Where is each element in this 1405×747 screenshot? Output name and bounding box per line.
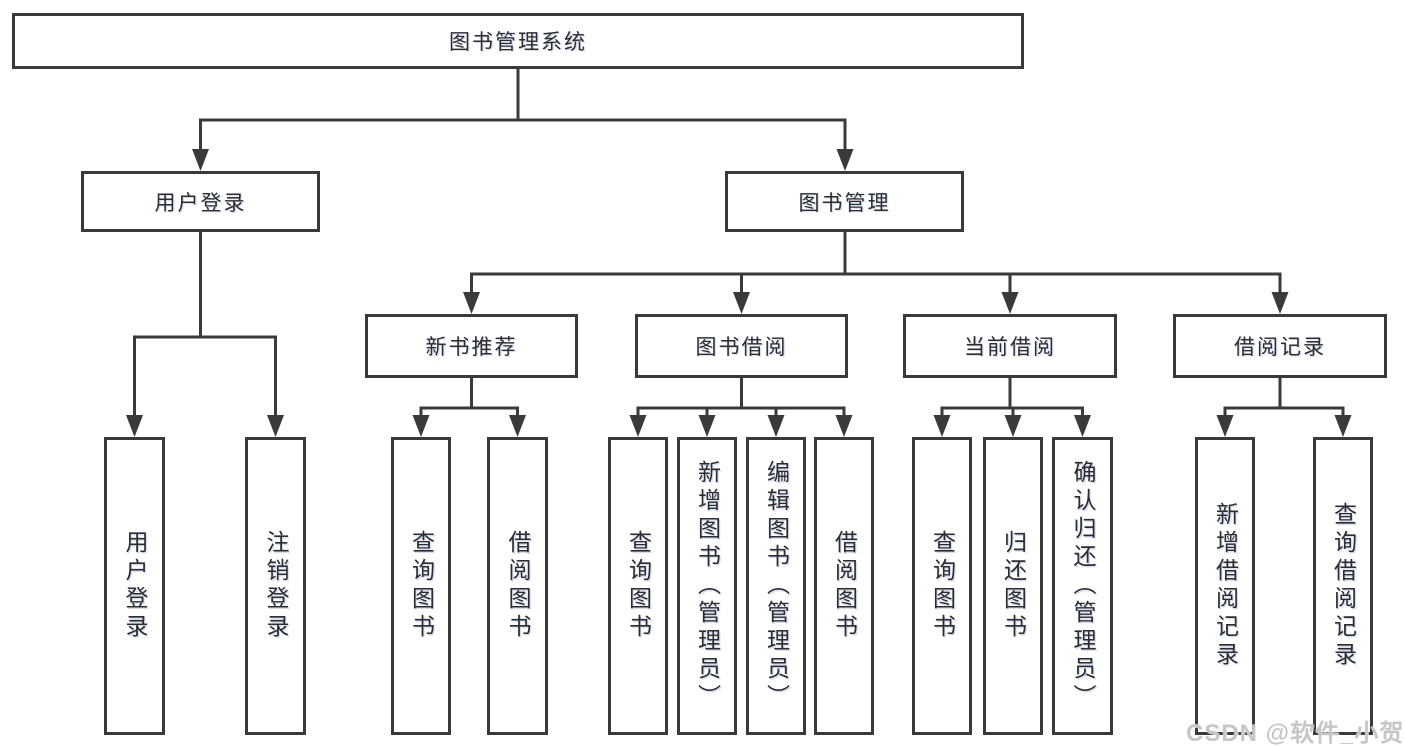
node-label: 当前借阅 (964, 336, 1056, 359)
node-leaf-add-borrow-record: 新增借阅记录 (1195, 437, 1255, 735)
node-label: 编辑图书（管理员） (763, 460, 790, 712)
arrowhead (1334, 415, 1352, 437)
node-library-management-system: 图书管理系统 (12, 13, 1024, 69)
node-new-book-recommend: 新书推荐 (365, 314, 578, 378)
arrowhead (733, 292, 750, 314)
arrowhead (933, 415, 951, 437)
node-label: 借阅记录 (1234, 336, 1326, 359)
node-current-borrowing: 当前借阅 (903, 314, 1117, 378)
arrowhead (836, 149, 854, 171)
csdn-watermark: CSDN @软件_小贺同学 (1186, 720, 1405, 747)
node-label: 图书借阅 (695, 336, 788, 359)
arrowhead (1074, 415, 1091, 437)
node-label: 归还图书 (1000, 530, 1027, 642)
arrowhead (192, 149, 209, 171)
node-leaf-return-books: 归还图书 (983, 437, 1043, 735)
node-book-borrowing: 图书借阅 (635, 314, 848, 378)
arrowhead (463, 292, 480, 314)
node-label: 图书管理系统 (449, 31, 587, 54)
node-label: 新书推荐 (425, 336, 518, 359)
node-label: 新增借阅记录 (1212, 502, 1239, 670)
node-book-management: 图书管理 (725, 171, 964, 232)
node-label: 用户登录 (122, 530, 148, 642)
arrowhead (698, 415, 716, 437)
arrowhead (267, 415, 284, 437)
node-leaf-query-books-1: 查询图书 (391, 437, 451, 735)
node-leaf-borrow-books-1: 借阅图书 (487, 437, 548, 735)
node-leaf-borrow-books-2: 借阅图书 (814, 437, 874, 735)
node-label: 查询图书 (408, 530, 435, 642)
arrowhead (629, 415, 647, 437)
node-label: 查询图书 (625, 530, 652, 642)
node-leaf-add-books-admin: 新增图书（管理员） (677, 437, 737, 735)
node-label: 借阅图书 (505, 530, 531, 642)
arrowhead (835, 415, 853, 437)
node-leaf-confirm-return-admin: 确认归还（管理员） (1052, 437, 1113, 735)
arrowhead (1001, 292, 1019, 314)
node-label: 查询图书 (929, 530, 956, 642)
node-label: 借阅图书 (831, 530, 858, 642)
node-user-login: 用户登录 (81, 171, 320, 232)
node-leaf-query-books-2: 查询图书 (608, 437, 668, 735)
arrowhead (767, 415, 785, 437)
node-label: 新增图书（管理员） (694, 460, 721, 712)
arrowhead (1004, 415, 1022, 437)
node-label: 注销登录 (263, 530, 289, 642)
node-label: 图书管理 (798, 191, 891, 215)
node-label: 确认归还（管理员） (1070, 460, 1096, 712)
arrowhead (1271, 292, 1289, 314)
node-leaf-user-login: 用户登录 (104, 437, 165, 735)
arrowhead (509, 415, 526, 437)
node-leaf-query-books-3: 查询图书 (912, 437, 972, 735)
node-leaf-logout: 注销登录 (245, 437, 306, 735)
arrowhead (126, 415, 143, 437)
node-borrowing-records: 借阅记录 (1173, 314, 1387, 378)
node-leaf-query-borrow-record: 查询借阅记录 (1313, 437, 1373, 735)
arrowhead (1216, 415, 1234, 437)
arrowhead (412, 415, 430, 437)
node-leaf-edit-books-admin: 编辑图书（管理员） (746, 437, 806, 735)
node-label: 用户登录 (154, 191, 247, 215)
node-label: 查询借阅记录 (1330, 502, 1357, 670)
